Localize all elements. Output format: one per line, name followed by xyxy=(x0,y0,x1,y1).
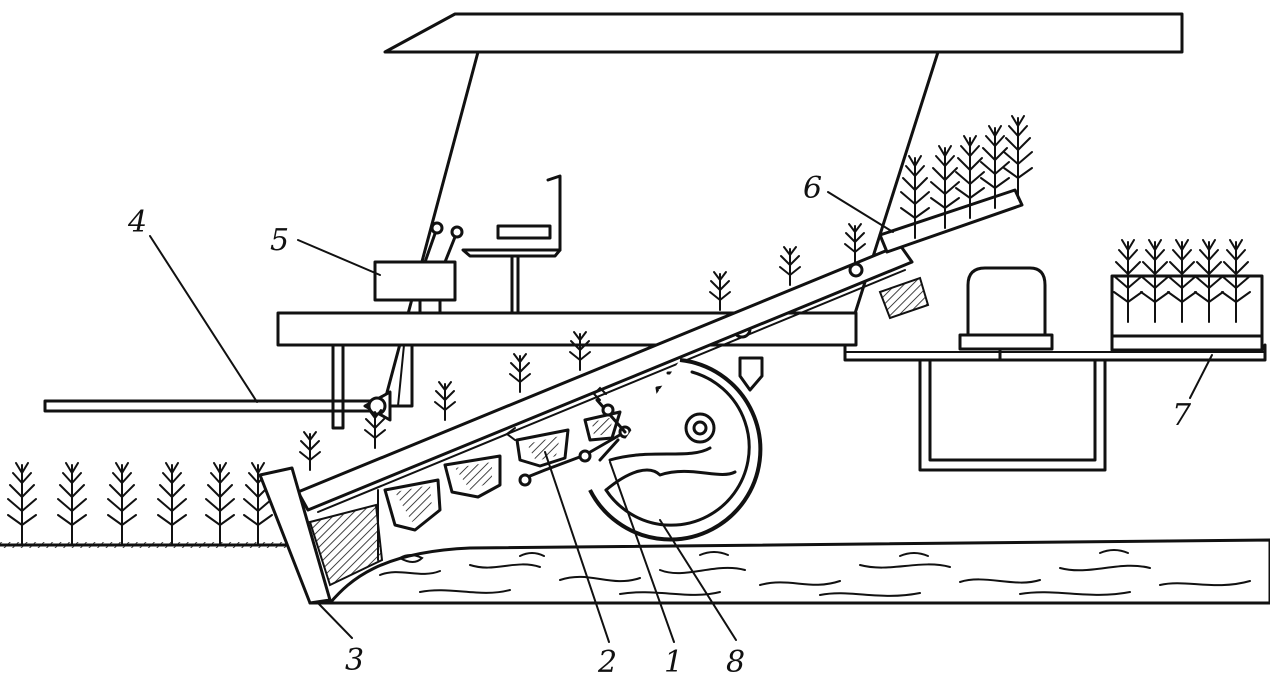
operator-seat xyxy=(461,174,562,315)
row-seedlings xyxy=(7,462,273,546)
leader-lines xyxy=(149,191,1213,643)
label-2: 2 xyxy=(597,645,617,680)
digging-share xyxy=(258,466,384,605)
motor-housing xyxy=(958,266,1054,362)
conveyor xyxy=(296,243,914,561)
grippers xyxy=(383,356,764,532)
control-unit xyxy=(373,221,464,315)
label-8: 8 xyxy=(726,645,745,680)
lower-tank xyxy=(918,358,1107,472)
seedling-container xyxy=(1110,239,1264,352)
label-1: 1 xyxy=(664,645,683,680)
drawbar xyxy=(43,343,414,430)
elevator-upper-end xyxy=(848,115,1033,320)
label-4: 4 xyxy=(127,205,147,240)
label-3: 3 xyxy=(345,643,364,678)
ground xyxy=(0,538,1270,605)
label-7: 7 xyxy=(1172,398,1192,433)
label-5: 5 xyxy=(270,223,289,258)
drive-wheel xyxy=(588,358,763,542)
part-labels: 3 4 5 6 7 2 1 8 xyxy=(127,171,1192,680)
label-6: 6 xyxy=(803,171,822,206)
